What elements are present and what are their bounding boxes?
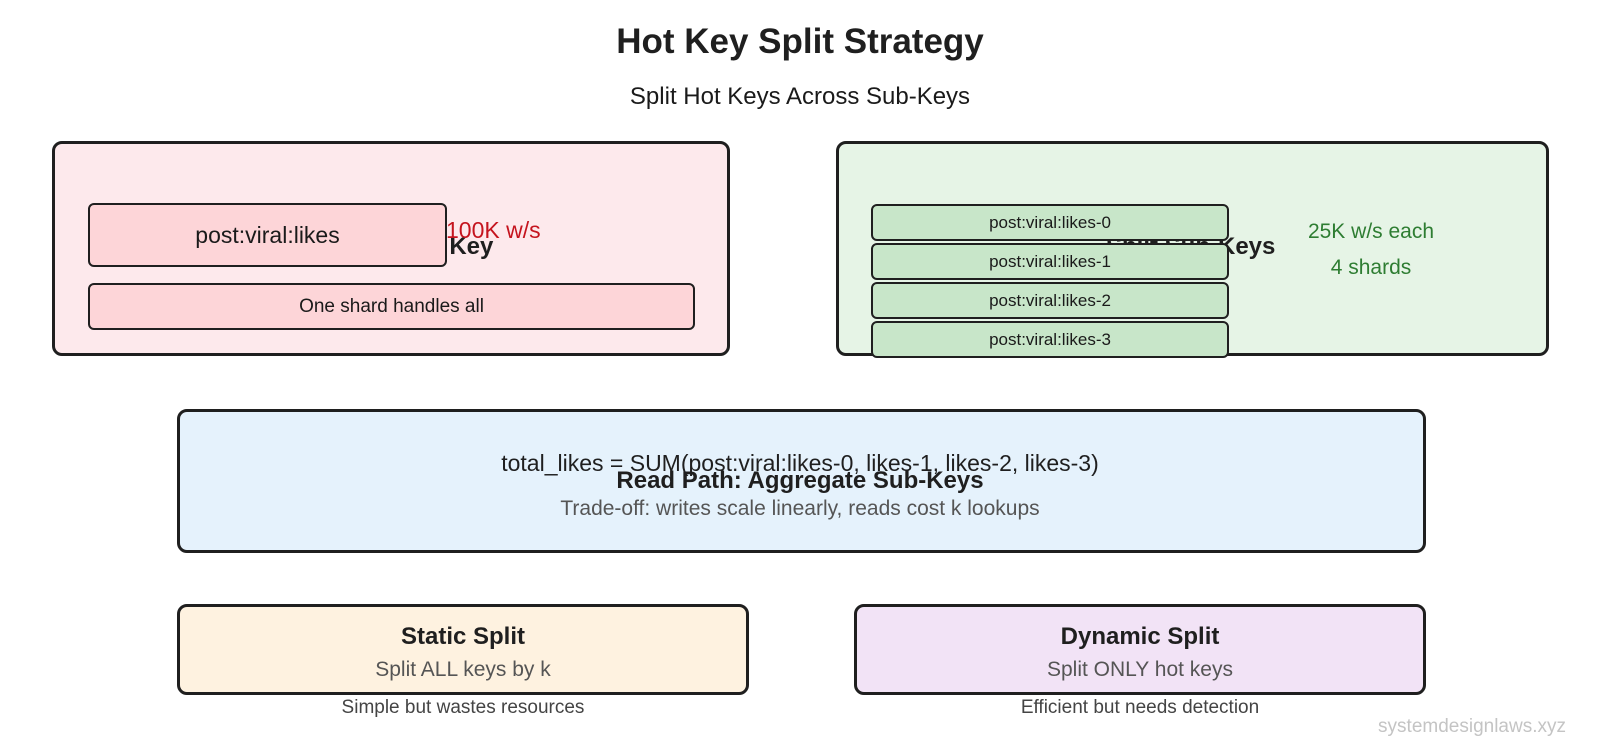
shard-count: 4 shards [1330, 256, 1412, 279]
dynamic-split-card [854, 604, 1426, 695]
sum-formula: total_likes = SUM(post:viral:likes-0, li… [501, 450, 1099, 476]
watermark: systemdesignlaws.xyz [1378, 716, 1566, 737]
static-split-title: Static Split [400, 623, 526, 650]
single-shard-box: One shard handles all [88, 283, 695, 330]
dynamic-split-title: Dynamic Split [1060, 623, 1220, 650]
dynamic-split-note: Efficient but needs detection [1020, 697, 1260, 718]
sub-key-box: post:viral:likes-1 [871, 243, 1229, 280]
sub-key-label: post:viral:likes-2 [989, 290, 1111, 310]
sub-key-label: post:viral:likes-1 [989, 251, 1111, 271]
sub-key-write-rate: 25K w/s each [1307, 220, 1435, 243]
sub-key-label: post:viral:likes-0 [989, 212, 1111, 232]
hot-key-write-rate: 100K w/s [446, 217, 541, 243]
diagram-subtitle: Split Hot Keys Across Sub-Keys [629, 83, 971, 110]
sub-key-label: post:viral:likes-3 [989, 329, 1111, 349]
sub-key-box: post:viral:likes-0 [871, 204, 1229, 241]
read-path-panel [177, 409, 1426, 553]
diagram-title: Hot Key Split Strategy [616, 22, 984, 61]
static-split-card [177, 604, 749, 695]
single-shard-label: One shard handles all [299, 295, 484, 317]
dynamic-split-desc: Split ONLY hot keys [1047, 658, 1233, 681]
sub-key-box: post:viral:likes-3 [871, 321, 1229, 358]
tradeoff-text: Trade-off: writes scale linearly, reads … [560, 497, 1040, 520]
static-split-desc: Split ALL keys by k [375, 658, 551, 681]
static-split-note: Simple but wastes resources [341, 697, 585, 718]
read-path-heading: Read Path: Aggregate Sub-Keys [616, 467, 984, 494]
hot-key-label: post:viral:likes [195, 221, 340, 248]
hot-key-box: post:viral:likes [88, 203, 447, 267]
sub-key-box: post:viral:likes-2 [871, 282, 1229, 319]
